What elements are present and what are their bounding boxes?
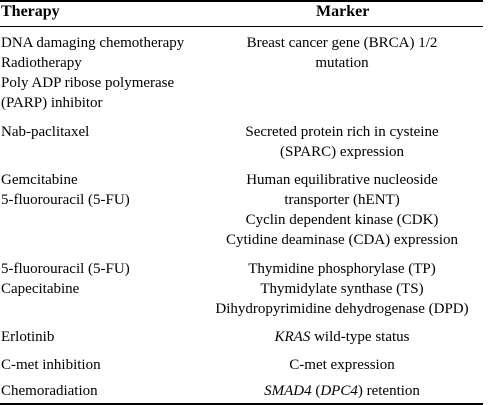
- therapy-cell: Erlotinib: [1, 327, 231, 347]
- header-marker: Marker: [316, 3, 370, 20]
- therapy-cell: Chemoradiation: [1, 381, 231, 401]
- marker-cell: SMAD4 (DPC4) retention: [201, 381, 483, 401]
- table-header-rule: [0, 26, 483, 27]
- marker-line: mutation: [315, 55, 369, 71]
- marker-line: Thymidine phosphorylase (TP): [248, 261, 436, 277]
- therapy-cell: DNA damaging chemotherapy Radiotherapy P…: [1, 33, 231, 113]
- marker-cell: Human equilibrative nucleoside transport…: [201, 170, 483, 250]
- marker-line: transporter (hENT): [284, 192, 400, 208]
- marker-line: Cytidine deaminase (CDA) expression: [225, 232, 459, 248]
- therapy-line: 5-fluorouracil (5-FU): [1, 261, 130, 277]
- gene-name-italic: DPC4: [320, 383, 358, 399]
- therapy-line: Radiotherapy: [1, 55, 82, 71]
- therapy-line: Chemoradiation: [1, 383, 98, 399]
- therapy-line: DNA damaging chemotherapy: [1, 35, 185, 51]
- marker-line: Thymidylate synthase (TS): [260, 281, 424, 297]
- therapy-line: (PARP) inhibitor: [1, 95, 103, 111]
- therapy-cell: 5-fluorouracil (5-FU) Capecitabine: [1, 259, 231, 299]
- marker-line: Human equilibrative nucleoside: [246, 172, 438, 188]
- marker-line: (SPARC) expression: [279, 144, 405, 160]
- therapy-line: Nab-paclitaxel: [1, 124, 90, 140]
- therapy-line: Erlotinib: [1, 329, 55, 345]
- therapy-line: Gemcitabine: [1, 172, 78, 188]
- marker-line: KRAS wild-type status: [201, 327, 483, 347]
- gene-name-italic: SMAD4: [264, 383, 312, 399]
- marker-cell: KRAS wild-type status: [201, 327, 483, 347]
- marker-text: (: [311, 383, 321, 399]
- therapy-cell: Nab-paclitaxel: [1, 122, 231, 142]
- header-therapy: Therapy: [1, 3, 60, 20]
- therapy-cell: C-met inhibition: [1, 355, 231, 375]
- therapy-line: C-met inhibition: [1, 357, 101, 373]
- marker-cell: Breast cancer gene (BRCA) 1/2 mutation: [201, 33, 483, 73]
- therapy-line: Capecitabine: [1, 281, 80, 297]
- therapy-line: 5-fluorouracil (5-FU): [1, 192, 130, 208]
- marker-text: wild-type status: [310, 329, 410, 345]
- marker-line: Breast cancer gene (BRCA) 1/2: [246, 35, 438, 51]
- marker-line: C-met expression: [289, 357, 395, 373]
- gene-name-italic: KRAS: [274, 329, 311, 345]
- marker-line: Cyclin dependent kinase (CDK): [245, 212, 439, 228]
- marker-line: SMAD4 (DPC4) retention: [201, 381, 483, 401]
- therapy-line: Poly ADP ribose polymerase: [1, 75, 175, 91]
- marker-cell: C-met expression: [201, 355, 483, 375]
- marker-line: Secreted protein rich in cysteine: [245, 124, 439, 140]
- marker-cell: Secreted protein rich in cysteine (SPARC…: [201, 122, 483, 162]
- table-top-rule: [0, 0, 483, 2]
- marker-cell: Thymidine phosphorylase (TP) Thymidylate…: [201, 259, 483, 319]
- marker-text: ) retention: [357, 383, 420, 399]
- therapy-cell: Gemcitabine 5-fluorouracil (5-FU): [1, 170, 231, 210]
- table-bottom-rule: [0, 403, 483, 405]
- marker-line: Dihydropyrimidine dehydrogenase (DPD): [215, 301, 469, 317]
